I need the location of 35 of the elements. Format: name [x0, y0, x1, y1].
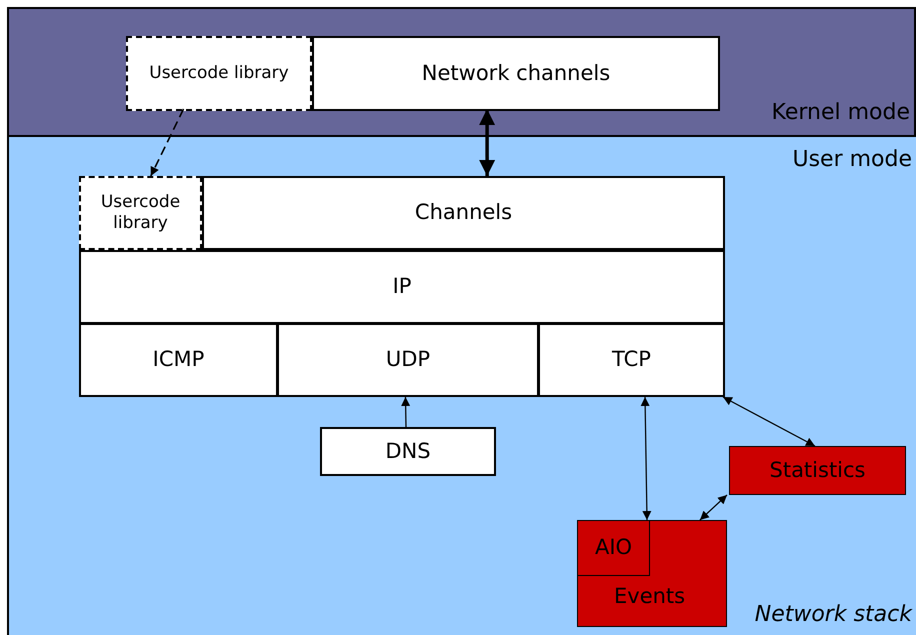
box-label: AIO	[594, 534, 634, 562]
stack-label: Network stack	[754, 601, 912, 629]
box-label: DNS	[384, 438, 432, 465]
box-label: Statistics	[768, 456, 866, 484]
layer-box	[320, 427, 496, 476]
layer-box	[312, 36, 720, 111]
dashed-box	[126, 36, 312, 111]
box-label: Events	[614, 582, 686, 610]
layer-box	[79, 323, 278, 397]
arrow	[479, 109, 496, 176]
arrow	[722, 396, 816, 447]
arrow	[150, 108, 184, 176]
dashed-box	[79, 176, 202, 250]
arrow	[700, 494, 728, 520]
module-box	[729, 446, 906, 495]
mode-label: User mode	[792, 146, 912, 174]
box-label: Usercode library	[148, 62, 290, 84]
layer-box	[277, 323, 539, 397]
layer-box	[202, 176, 725, 250]
box-label: ICMP	[152, 346, 206, 374]
module-box	[577, 520, 727, 627]
box-label: Network channels	[420, 60, 612, 87]
box-label: TCP	[611, 346, 652, 374]
box-label: Usercode library	[100, 192, 182, 234]
module-box	[578, 521, 650, 576]
user-mode-band	[7, 137, 916, 635]
layer-box	[79, 250, 725, 324]
box-label: IP	[392, 273, 412, 300]
box-label: UDP	[384, 346, 432, 374]
arrow	[640, 396, 652, 520]
kernel-mode-band	[7, 7, 916, 137]
box-label: Channels	[414, 199, 514, 226]
layer-box	[538, 323, 725, 397]
arrow	[401, 396, 410, 428]
mode-label: Kernel mode	[772, 99, 910, 127]
